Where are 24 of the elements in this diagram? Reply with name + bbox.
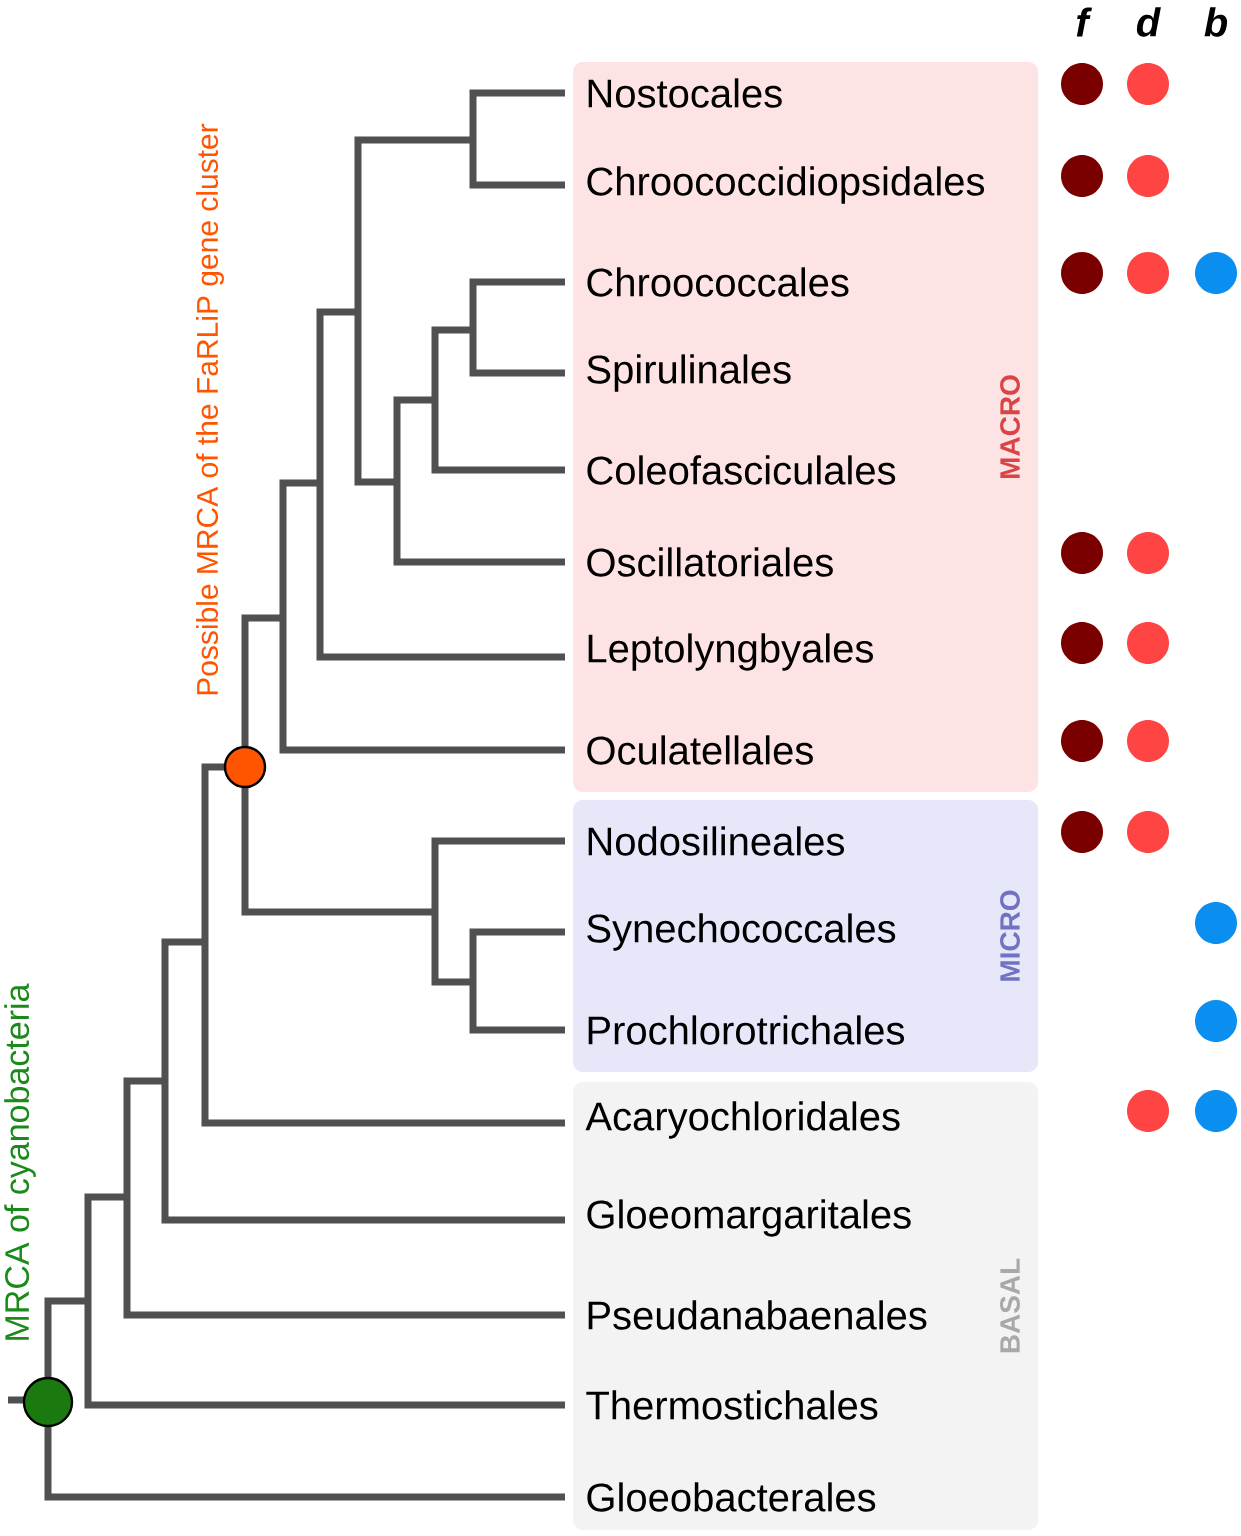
band-label: MACRO	[1000, 375, 1020, 478]
taxon-label: Nodosilineales	[588, 826, 844, 856]
taxon-label: Pseudanabaenales	[588, 1300, 927, 1330]
taxon-label: Thermostichales	[586, 1390, 878, 1420]
taxon-label: Coleofasciculales	[587, 455, 896, 485]
taxon-label: Leptolyngbyales	[588, 633, 873, 671]
taxon-label: Oscillatoriales	[587, 547, 833, 577]
taxon-label: Chroococcidiopsidales	[587, 166, 985, 204]
taxon-label: Spirulinales	[587, 354, 791, 392]
taxon-label: Chroococcales	[587, 267, 849, 297]
taxon-label: Gloeobacterales	[587, 1482, 876, 1512]
column-header: d	[1136, 7, 1161, 37]
band-label: BASAL	[1000, 1258, 1020, 1353]
taxon-label: Gloeomargaritales	[587, 1199, 911, 1237]
node-caption: MRCA of cyanobacteria	[4, 983, 36, 1340]
taxon-label: Prochlorotrichales	[588, 1015, 904, 1045]
column-header: b	[1204, 7, 1228, 37]
node-caption: Possible MRCA of the FaRLiP gene cluster	[196, 123, 224, 695]
band-label: MICRO	[1000, 890, 1020, 981]
taxon-label: Synechococcales	[587, 913, 896, 951]
taxon-label: Oculatellales	[587, 735, 813, 765]
column-header: f	[1076, 7, 1092, 37]
taxon-label: Acaryochloridales	[585, 1101, 900, 1139]
taxon-label: Nostocales	[588, 78, 782, 108]
